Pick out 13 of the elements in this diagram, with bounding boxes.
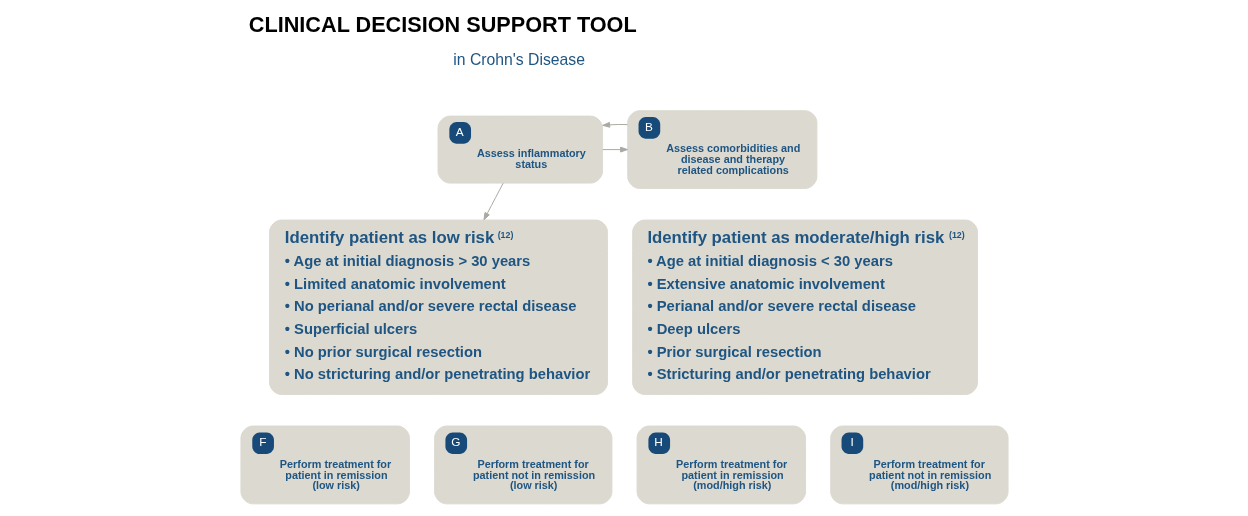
node-box: A Assess inflammatory status — [437, 115, 603, 184]
node-box: G Perform treatment for patient not in remission (low risk) — [433, 425, 612, 505]
node-box: F Perform treatment for patient in remission (low risk) — [239, 425, 410, 505]
node-box: Identify patient as moderate/high risk$^{(12)}$ • Age at initial diagnosis < 30 years • Extensive anatomic involvement • Perianal and/or severe rectal disease • Deep ulcers • Prior surgical resection • Stricturing and/or penetrating behavior — [631, 219, 978, 395]
arrow — [482, 182, 504, 221]
node-box: I Perform treatment for patient not in remission (mod/high risk) — [829, 425, 1009, 505]
arrow — [601, 121, 628, 128]
arrow — [601, 146, 628, 153]
node-box: B Assess comorbidities and disease and therapy related complications — [626, 110, 817, 190]
label: in Crohn's Disease — [452, 51, 585, 69]
node-box: Identify patient as low risk$^{(12)}$ • Age at initial diagnosis > 30 years • Limited anatomic involvement • No perianal and/or severe rectal disease • Superficial ulcers • No prior surgical resection • No stricturing and/or penetrating behavior — [268, 219, 608, 395]
node-box: H Perform treatment for patient in remission (mod/high risk) — [636, 425, 806, 505]
diagram-title: CLINICAL DECISION SUPPORT TOOL — [248, 12, 637, 38]
